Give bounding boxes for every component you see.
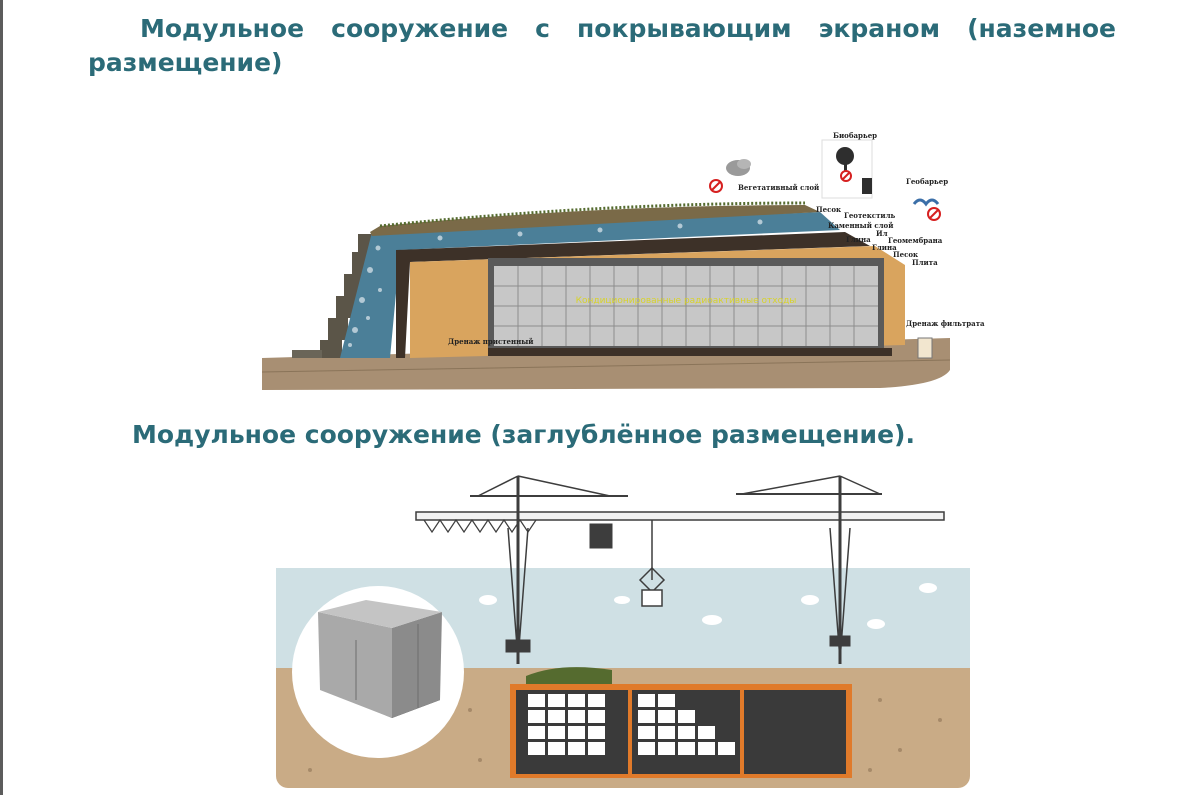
clay-layer bbox=[396, 232, 870, 358]
label-silt: Ил bbox=[876, 229, 888, 238]
prohibited-icon bbox=[709, 179, 723, 193]
page-title-top: Модульное сооружение с покрывающим экран… bbox=[88, 12, 1116, 80]
page-title-bottom: Модульное сооружение (заглублённое разме… bbox=[132, 420, 915, 449]
animal-icon bbox=[862, 178, 872, 194]
label-slab: Плита bbox=[912, 258, 938, 267]
label-clay-2: Глина bbox=[872, 243, 897, 252]
label-geomembrane: Геомембрана bbox=[888, 236, 943, 245]
gravel-layer bbox=[340, 212, 840, 358]
label-clay-1: Глина bbox=[846, 235, 871, 244]
vault-slab bbox=[488, 348, 892, 356]
window-left-edge bbox=[0, 0, 3, 795]
label-sand-1: Песок bbox=[816, 205, 841, 214]
ground-line bbox=[261, 359, 951, 373]
label-drain-right: Дренаж фильтрата bbox=[906, 319, 985, 328]
label-geotextile: Геотекстиль bbox=[844, 211, 896, 220]
label-stone-layer: Каменный слой bbox=[828, 221, 893, 230]
label-biobarrier: Биобарьер bbox=[833, 131, 877, 140]
vault-label: Кондиционированные радиоактивные отходы bbox=[576, 296, 797, 306]
gravel-texture bbox=[348, 219, 763, 347]
tree-icon bbox=[836, 147, 854, 173]
retaining-wall bbox=[292, 234, 374, 358]
drain-right-pipe bbox=[917, 337, 933, 359]
label-geobarrier: Геобарьер bbox=[906, 177, 948, 186]
rock-icon bbox=[726, 159, 751, 176]
prohibited-icon bbox=[840, 170, 852, 182]
grass-strip bbox=[379, 201, 806, 228]
wave-icon bbox=[912, 198, 941, 221]
page-title-top-text: Модульное сооружение с покрывающим экран… bbox=[88, 14, 1116, 77]
label-drain-left: Дренаж пристенный bbox=[448, 337, 533, 346]
vegetative-layer bbox=[370, 205, 820, 236]
label-vegetation: Вегетативный слой bbox=[738, 183, 819, 192]
label-sand-2: Песок bbox=[893, 250, 918, 259]
vault-cells bbox=[494, 266, 878, 346]
